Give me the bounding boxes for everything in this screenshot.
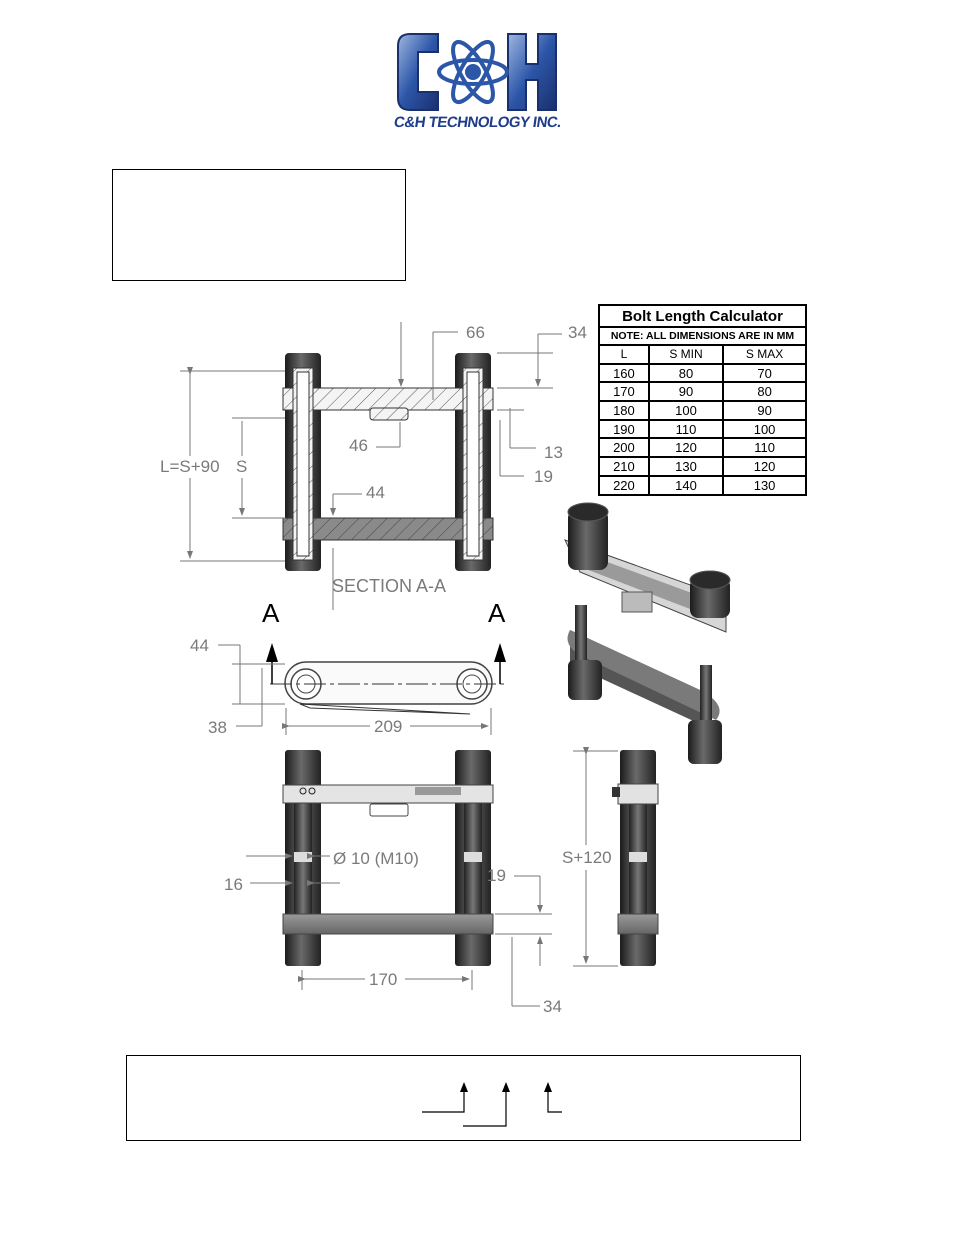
dim-13: 13: [544, 443, 563, 462]
section-label: SECTION A-A: [332, 576, 446, 596]
info-box: [112, 169, 406, 281]
technical-drawing: 66 34 46 13 19 44 L=S+90 S 44 38 209 Ø 1…: [160, 322, 731, 1016]
bolt-length-calculator: Bolt Length Calculator NOTE: ALL DIMENSI…: [598, 304, 807, 496]
dim-34-top: 34: [568, 323, 587, 342]
dim-19-front: 19: [487, 866, 506, 885]
dim-66: 66: [466, 323, 485, 342]
dim-209: 209: [374, 717, 402, 736]
dim-44-top: 44: [190, 636, 209, 655]
dim-16: 16: [224, 875, 243, 894]
company-logo: C&H TECHNOLOGY INC.: [390, 28, 565, 146]
header-s-min: S MIN: [647, 344, 725, 365]
dim-s: S: [236, 457, 247, 476]
cell: 170: [598, 381, 650, 403]
dim-19-top: 19: [534, 467, 553, 486]
front-view: [282, 750, 494, 966]
calculator-note: NOTE: ALL DIMENSIONS ARE IN MM: [598, 326, 807, 346]
dim-38: 38: [208, 718, 227, 737]
part-number-box: [126, 1055, 801, 1141]
atom-logo-icon: [397, 33, 557, 111]
part-number-arrows: [422, 1082, 562, 1127]
cell: 120: [722, 456, 807, 477]
isometric-view: [564, 502, 731, 764]
top-view: [266, 643, 506, 715]
cell: 140: [647, 474, 725, 496]
calculator-title: Bolt Length Calculator: [598, 304, 807, 328]
cell: 160: [598, 362, 650, 384]
dim-46: 46: [349, 436, 368, 455]
header-s-max: S MAX: [722, 344, 807, 365]
dim-bolt: Ø 10 (M10): [333, 849, 419, 868]
cell: 220: [598, 474, 650, 496]
cell: 190: [598, 418, 650, 440]
cell: 130: [722, 474, 807, 496]
dim-34-front: 34: [543, 997, 562, 1016]
cut-marker-right: A: [488, 598, 506, 628]
side-view: [612, 750, 659, 966]
dim-l-formula: L=S+90: [160, 457, 220, 476]
dim-44-section: 44: [366, 483, 385, 502]
calculator-header-row: L S MIN S MAX: [598, 344, 807, 365]
section-view: [282, 353, 494, 571]
cell: 110: [647, 418, 725, 440]
dim-s120: S+120: [562, 848, 612, 867]
cut-marker-left: A: [262, 598, 280, 628]
dim-170: 170: [369, 970, 397, 989]
